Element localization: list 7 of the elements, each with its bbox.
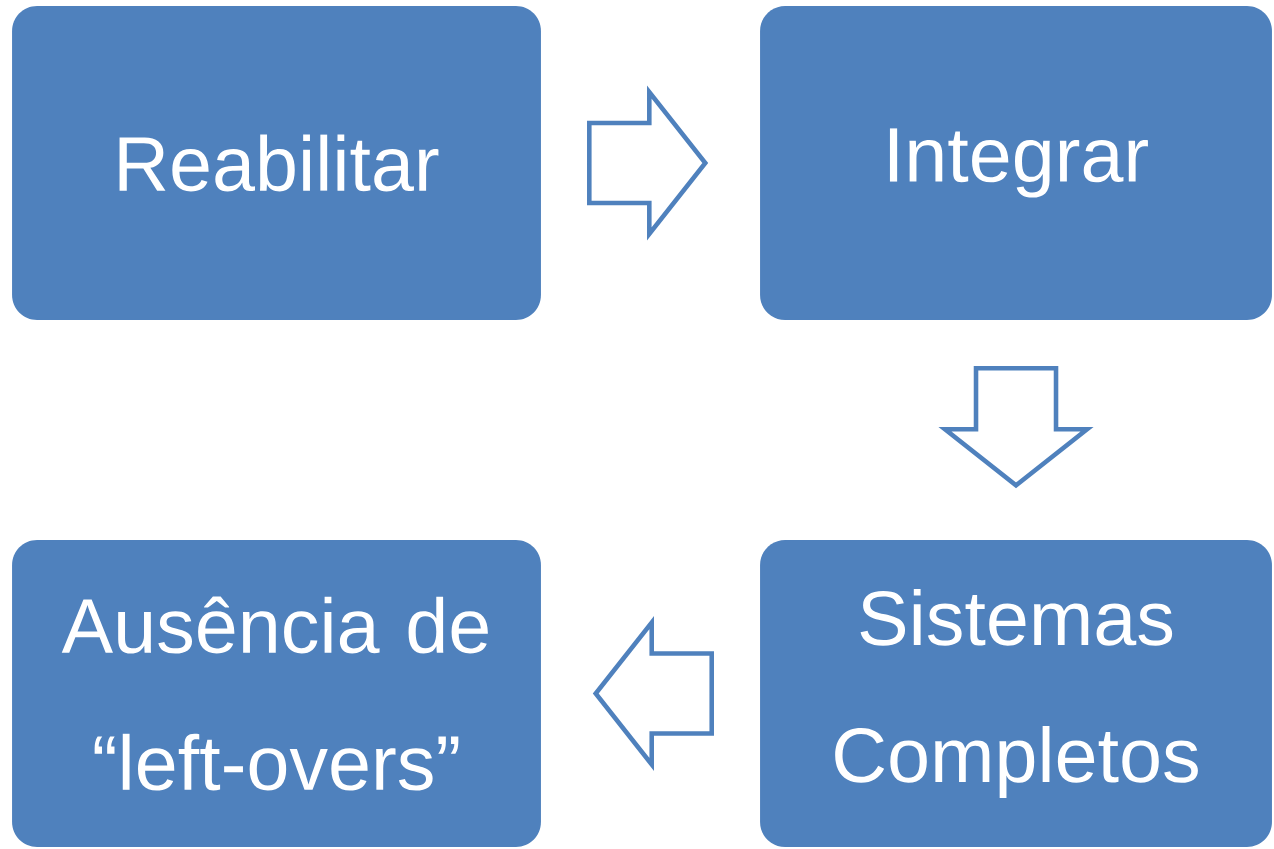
block-arrow <box>592 615 714 772</box>
process-box: Ausência de “left-overs” <box>12 540 541 847</box>
block-arrow <box>938 366 1094 489</box>
process-box: Sistemas Completos <box>760 540 1272 847</box>
block-arrow <box>587 85 709 241</box>
process-box: Integrar <box>760 6 1272 320</box>
process-box: Reabilitar <box>12 6 541 320</box>
